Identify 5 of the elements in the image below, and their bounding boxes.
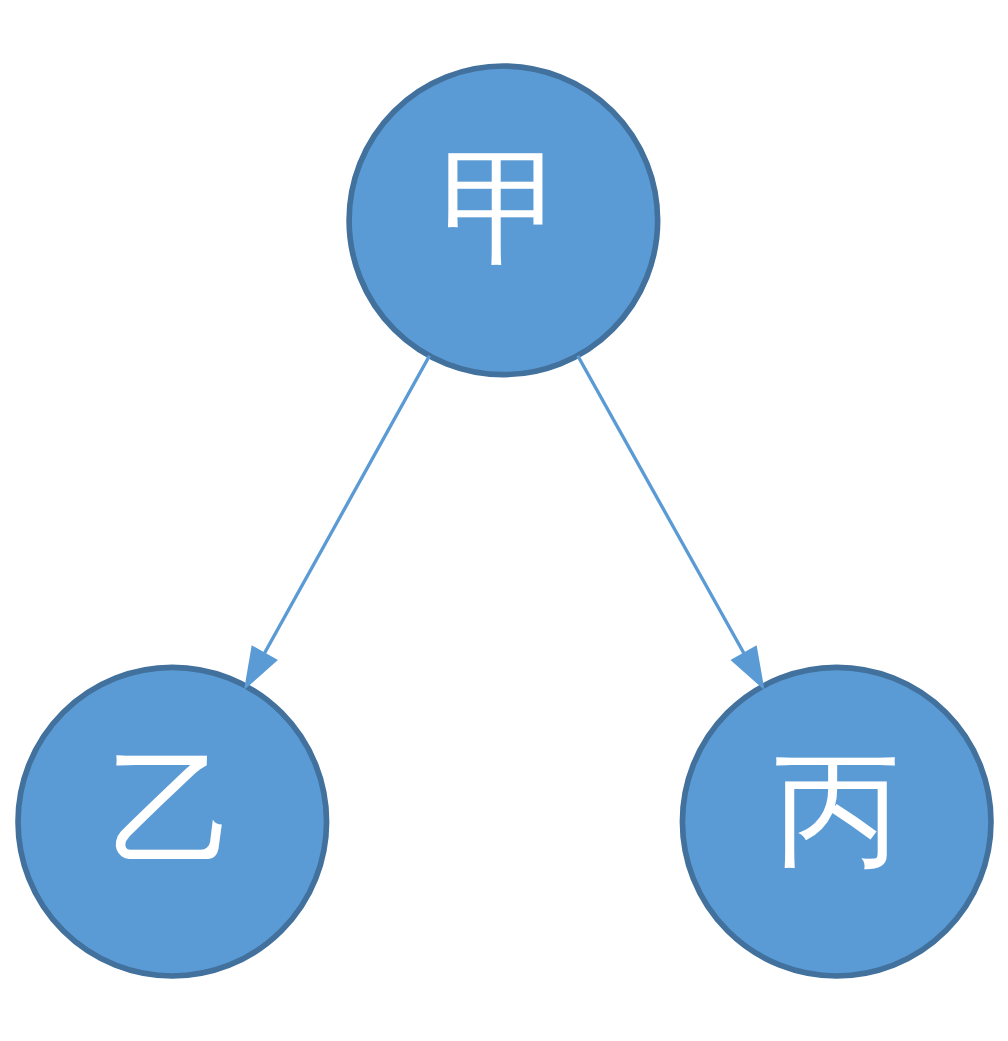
- node-circle: 丙: [679, 664, 994, 979]
- node-circle: 乙: [14, 664, 329, 979]
- arrow: [575, 354, 764, 690]
- arrow: [243, 354, 431, 690]
- node-circle: 甲: [345, 62, 660, 377]
